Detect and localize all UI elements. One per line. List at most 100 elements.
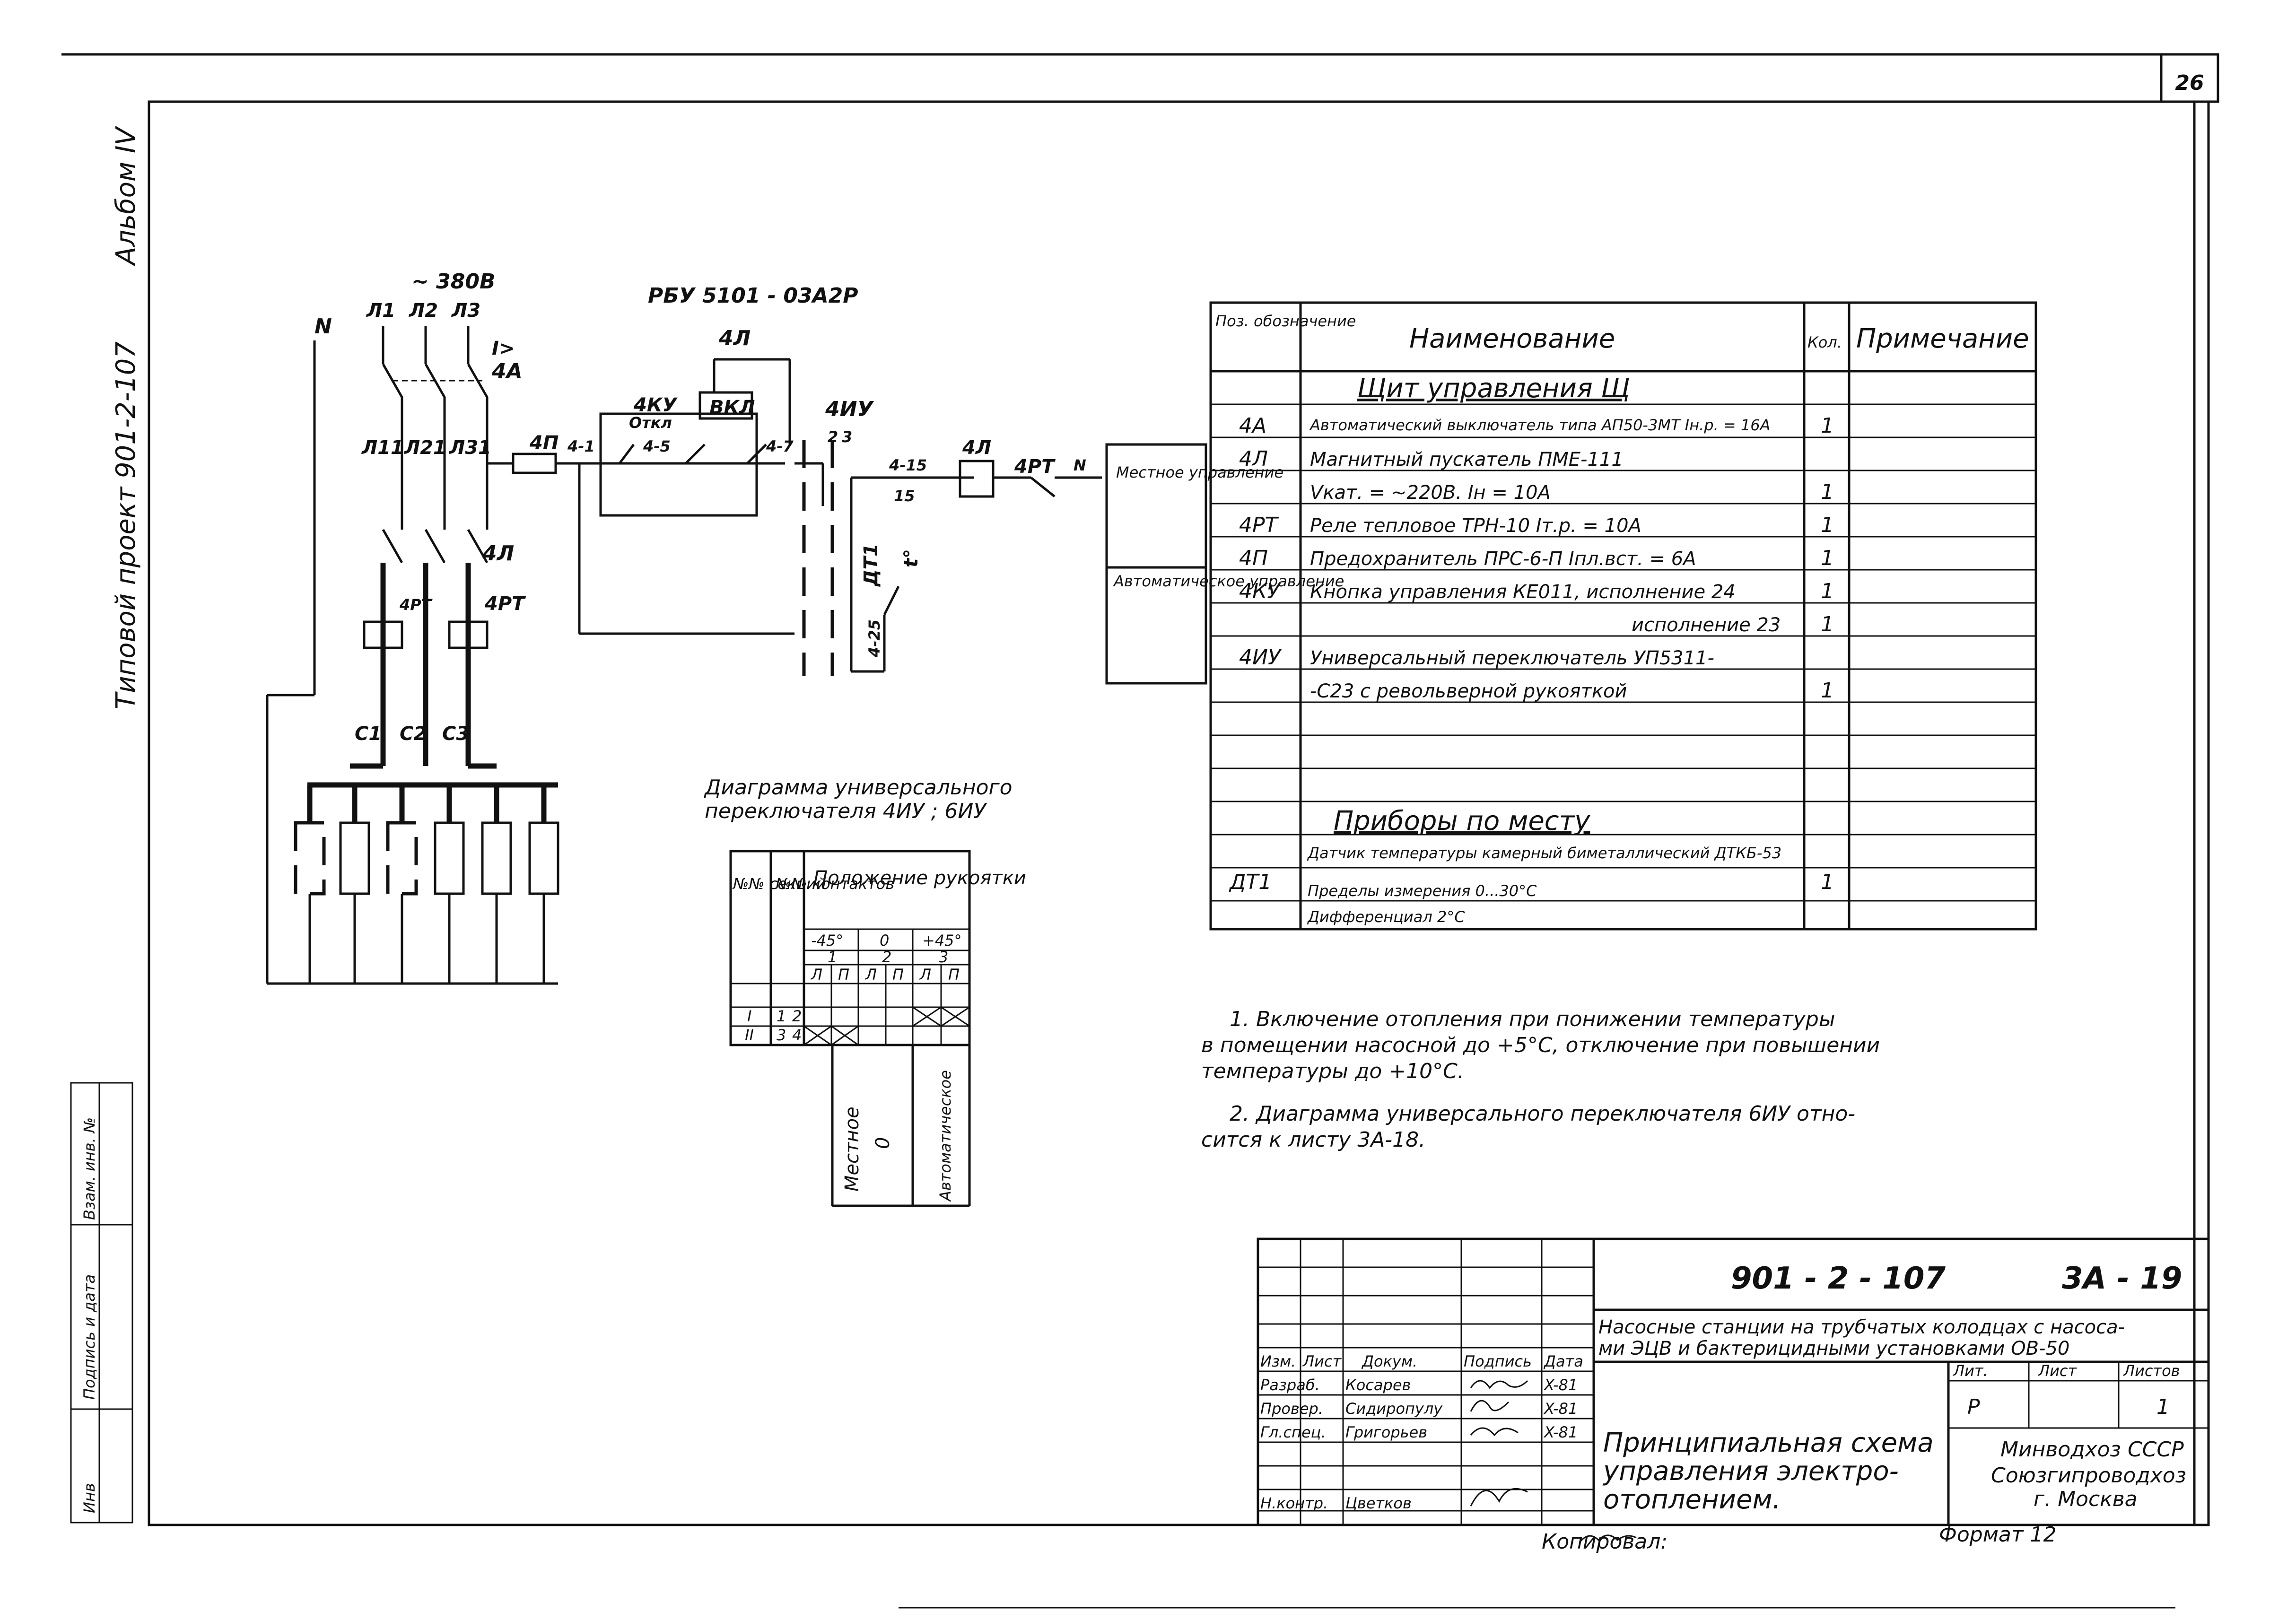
spec-row-7-name: исполнение 23	[1632, 614, 1781, 636]
spec-header-name: Наименование	[1409, 323, 1615, 354]
tb-org2: Союзгипроводхоз	[1991, 1463, 2186, 1488]
margin-stamp: Взам. инв. № Подпись и дата Инв	[70, 1082, 133, 1524]
project-title-1: Насосные станции на трубчатых колодцах с…	[1598, 1316, 2125, 1338]
voltage-label: ~ 380В	[411, 270, 496, 294]
tb-stage: Р	[1967, 1395, 1980, 1419]
sheet-frame	[61, 53, 2219, 1609]
switch-lp-3: Л	[865, 966, 877, 984]
switch-mode-off: 0	[872, 1137, 894, 1149]
project-code: 901 - 2 - 107	[1731, 1261, 1946, 1296]
heater-elements	[294, 782, 559, 984]
contactor-aux-label: 4Л	[718, 326, 751, 350]
fuse-symbol	[512, 453, 557, 474]
phase-l2-label: Л2	[409, 300, 438, 322]
coil-label: 4Л	[962, 437, 991, 459]
switch-lp-5: Л	[919, 966, 931, 984]
wire-4-15: 4-15	[889, 456, 927, 474]
tb-sheets-header: Листов	[2123, 1362, 2180, 1380]
spec-table	[1209, 301, 2037, 931]
tb-sheet-header: Лист	[2038, 1362, 2077, 1380]
mode-box	[1105, 443, 1207, 685]
spec-device-name1: Датчик температуры камерный биметалличес…	[1307, 844, 1781, 862]
switch-section-2: II	[745, 1026, 754, 1044]
note-1-line3: температуры до +10°С.	[1201, 1059, 1464, 1083]
sensor-t-label: t°	[900, 549, 922, 567]
tb-sheets: 1	[2156, 1395, 2170, 1419]
wire-4-25: 4-25	[865, 619, 883, 658]
spec-device-qty: 1	[1821, 870, 1834, 894]
switch-position-3: 3	[939, 948, 948, 966]
spec-row-1-pos: 4А	[1239, 414, 1266, 438]
mode-auto-label: Автоматическое управление	[1113, 572, 1344, 590]
wire-4-5: 4-5	[643, 437, 671, 455]
switch-col-sections: №№ секций	[732, 875, 826, 893]
button-box	[599, 412, 758, 517]
spec-row-6-qty: 1	[1821, 579, 1834, 603]
spec-row-5-qty: 1	[1821, 546, 1834, 570]
phase-out-l31: Л31	[449, 437, 491, 459]
format-label: Формат 12	[1939, 1523, 2057, 1547]
phase-l1-label: Л1	[366, 300, 395, 322]
page-number: 26	[2175, 71, 2204, 95]
spec-row-2-name: Магнитный пускатель ПМЕ-111	[1310, 449, 1624, 470]
thermal-relay-1	[363, 620, 403, 649]
tb-role-norm: Н.контр.	[1260, 1494, 1328, 1512]
tb-role-chief: Гл.спец.	[1260, 1423, 1326, 1441]
margin-replace-label: Взам. инв. №	[80, 1117, 98, 1220]
spec-row-1-name: Автоматический выключатель типа АП50-3МТ…	[1309, 416, 1770, 434]
switch-contact-4: 4	[792, 1026, 802, 1044]
signatures	[1470, 1380, 1637, 1543]
spec-row-4-pos: 4РТ	[1239, 513, 1279, 537]
spec-row-3-name: Vкат. = ~220В. Iн = 10А	[1310, 482, 1551, 504]
button-group-label: 4КУ	[633, 394, 678, 416]
tb-name-chief: Григорьев	[1345, 1423, 1427, 1441]
project-title-2: ми ЭЦВ и бактерицидными установками ОВ-5…	[1598, 1338, 2069, 1359]
album-label: Альбом IV	[111, 126, 141, 266]
drawing-title-1: Принципиальная схема	[1603, 1428, 1934, 1458]
phase-out-l21: Л21	[404, 437, 446, 459]
tb-col-sheet: Лист	[1302, 1352, 1342, 1370]
terminal-2-label: 2	[828, 428, 838, 446]
spec-row-4-name: Реле тепловое ТРН-10 Iт.р. = 10А	[1310, 515, 1641, 537]
spec-device-name3: Дифференциал 2°С	[1307, 908, 1465, 926]
switch-position-2: 2	[882, 948, 891, 966]
spec-row-8-pos: 4ИУ	[1239, 645, 1282, 670]
copied-label: Копировал:	[1542, 1530, 1667, 1554]
margin-inv-label: Инв	[80, 1483, 98, 1513]
switch-col-contacts: №№ контактов	[775, 875, 894, 893]
spec-row-3-qty: 1	[1821, 480, 1834, 504]
drawing-title-3: отоплением.	[1603, 1484, 1781, 1515]
spec-row-9-name: -С23 с револьверной рукояткой	[1310, 680, 1627, 702]
spec-row-1-qty: 1	[1821, 414, 1834, 438]
margin-sign-label: Подпись и дата	[80, 1274, 98, 1400]
fuse-label: 4П	[529, 432, 559, 454]
wire-15: 15	[894, 487, 915, 505]
drawing-title-2: управления электро-	[1602, 1456, 1899, 1487]
spec-row-4-qty: 1	[1821, 513, 1834, 537]
tb-role-dev: Разраб.	[1260, 1376, 1320, 1394]
spec-row-5-pos: 4П	[1239, 546, 1268, 570]
switch-position-label: Положение рукоятки	[813, 867, 1026, 889]
mode-local-label: Местное управление	[1116, 463, 1283, 481]
tb-col-doc: Докум.	[1361, 1352, 1417, 1370]
spec-row-6-pos: 4КУ	[1239, 579, 1281, 603]
tb-role-check: Провер.	[1260, 1400, 1323, 1418]
switch-diagram-table	[729, 850, 971, 1207]
note-2-line1: 2. Диаграмма универсального переключател…	[1230, 1102, 1855, 1126]
control-box-title: РБУ 5101 - 03А2Р	[648, 284, 858, 308]
spec-device-pos: ДТ1	[1229, 870, 1272, 894]
switch-angle-3: +45°	[922, 932, 962, 949]
spec-row-6-name: Кнопка управления КЕ011, исполнение 24	[1310, 581, 1736, 603]
wire-4-1: 4-1	[567, 437, 595, 455]
button-on-label: ВКЛ	[709, 397, 755, 418]
tb-col-change: Изм.	[1260, 1352, 1296, 1370]
switch-angle-2: 0	[880, 932, 889, 949]
switch-angle-1: -45°	[811, 932, 843, 949]
switch-diagram-title2: переключателя 4ИУ ; 6ИУ	[705, 799, 987, 823]
switch-position-1: 1	[828, 948, 837, 966]
terminal-3-label: 3	[842, 428, 852, 446]
tb-stage-header: Лит.	[1953, 1362, 1988, 1380]
control-circuit: РБУ 5101 - 03А2Р 4П 4-1 4-5 4-7 4КУ Откл…	[487, 284, 1344, 685]
tb-date-dev: X-81	[1543, 1376, 1578, 1394]
